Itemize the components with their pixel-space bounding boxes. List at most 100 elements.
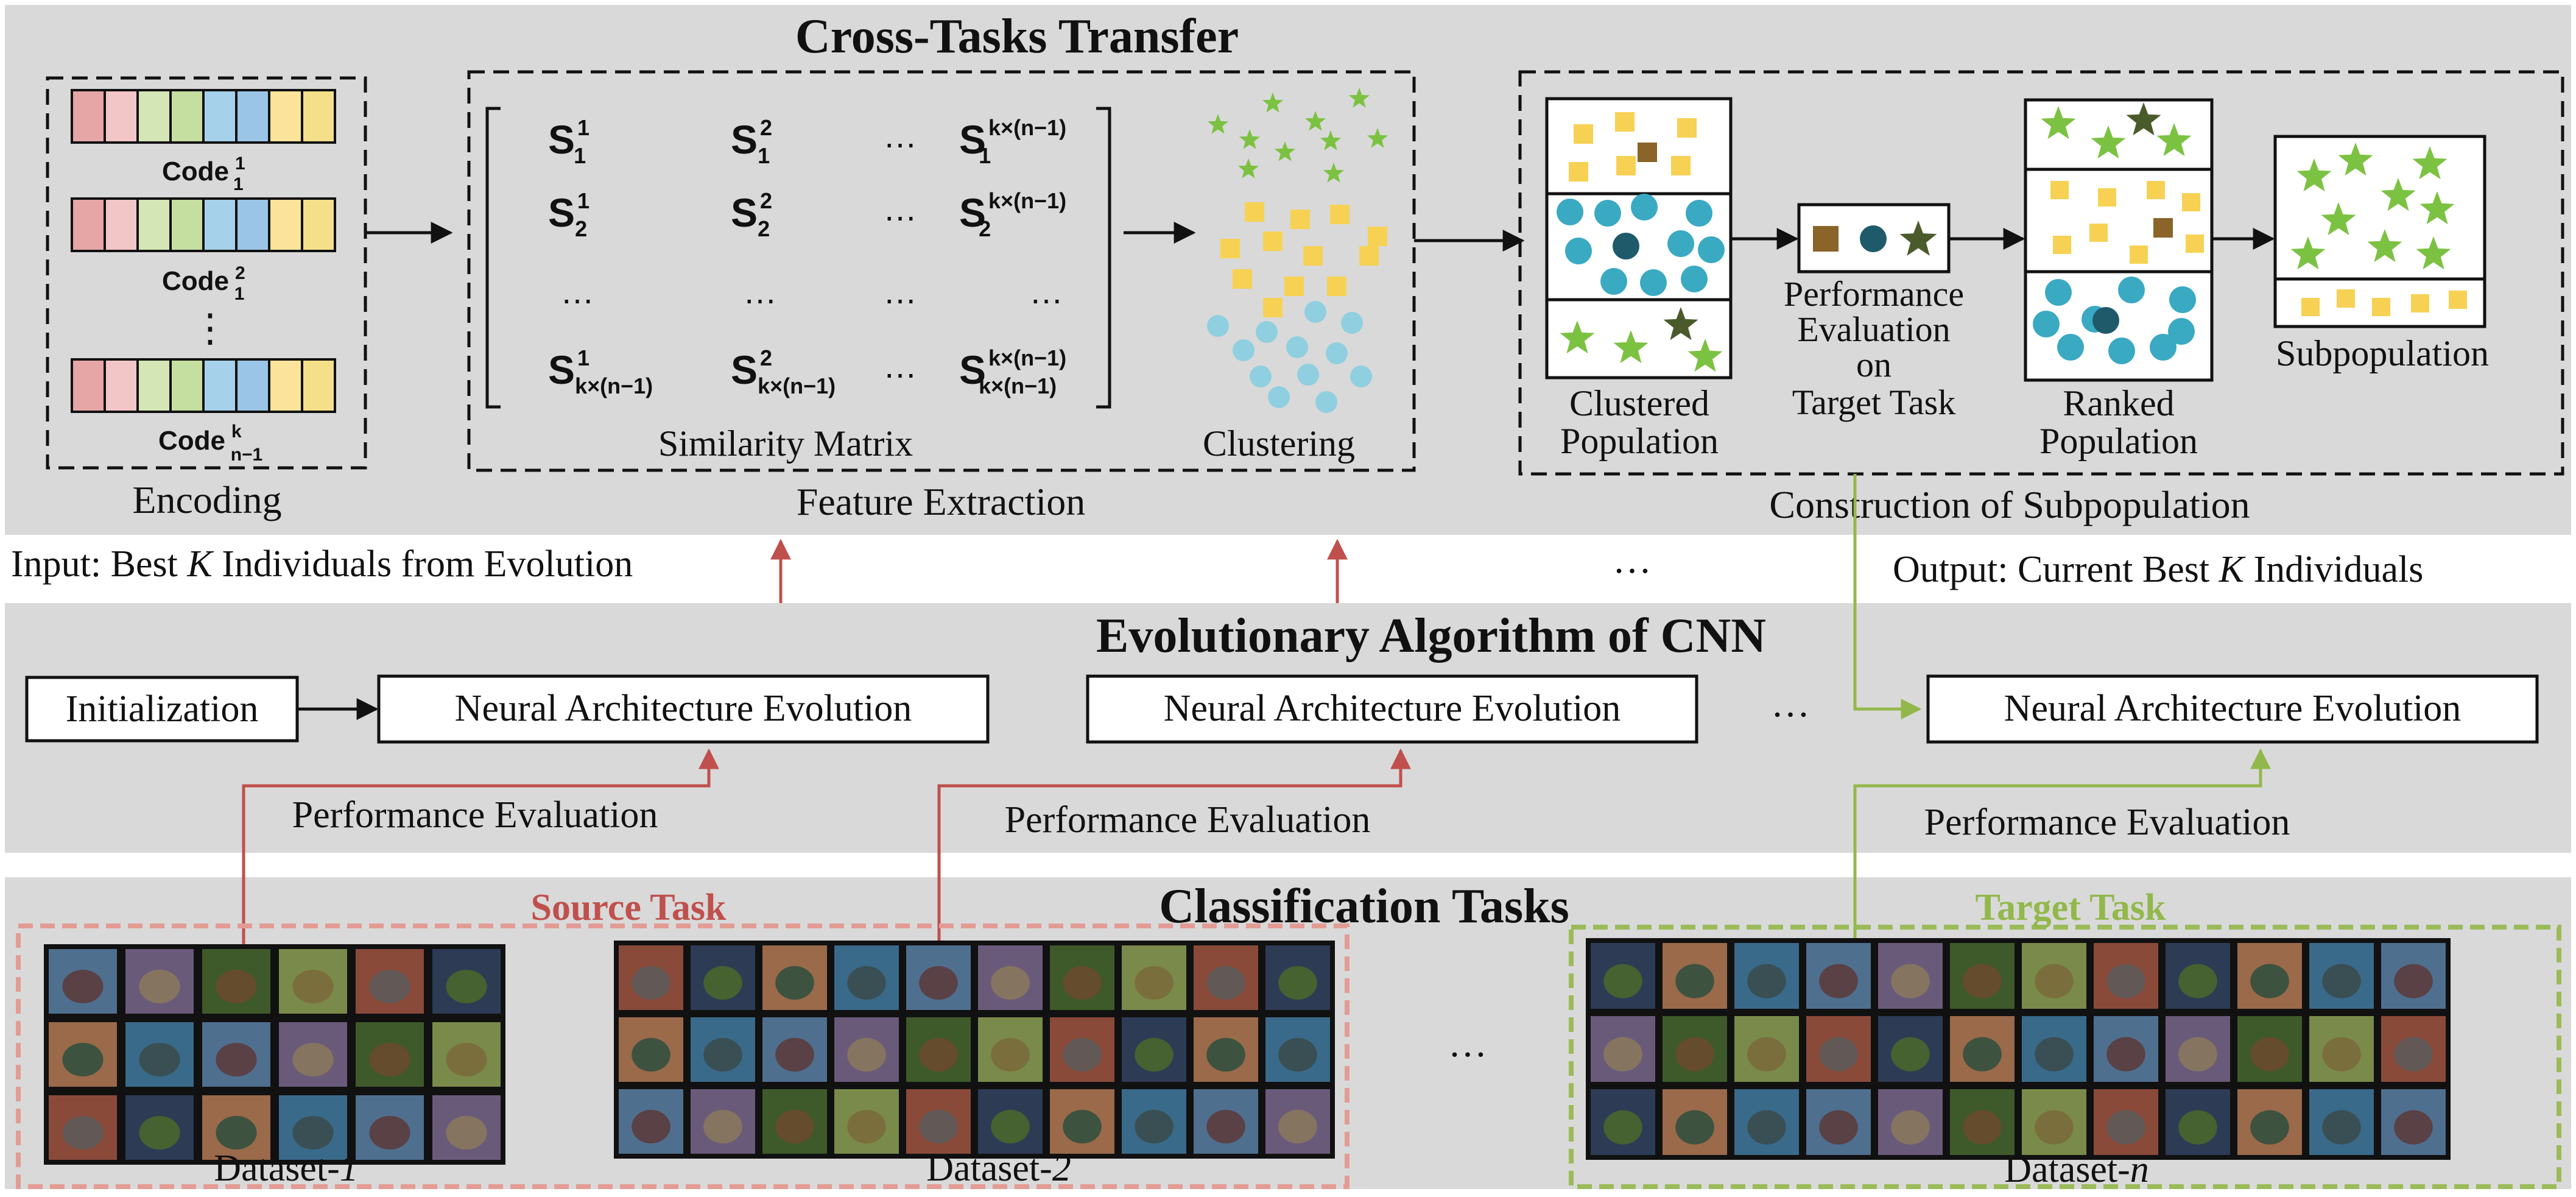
thumbnail-subject	[1963, 1110, 2002, 1145]
circle-icon	[2118, 277, 2145, 303]
circle-icon	[1565, 238, 1592, 264]
code-cell	[169, 358, 205, 413]
nae-box-2[interactable]	[1086, 674, 1698, 744]
star-icon	[2156, 123, 2192, 157]
code-cell	[202, 197, 238, 252]
matrix-cell: …	[883, 189, 917, 228]
thumbnail-subject	[2178, 1037, 2217, 1072]
square-icon	[1368, 227, 1387, 246]
thumbnail-subject	[1063, 1037, 1102, 1072]
star-icon	[1687, 339, 1723, 372]
thumbnail-subject	[1747, 964, 1786, 998]
circle-icon	[2057, 334, 2084, 361]
code-cell	[71, 89, 106, 144]
thumbnail-subject	[369, 1042, 410, 1077]
thumbnail-subject	[2250, 1037, 2289, 1072]
thumbnail-subject	[703, 1109, 742, 1144]
circle-icon	[2169, 286, 2196, 313]
thumbnail-subject	[991, 1037, 1030, 1072]
square-icon	[2182, 193, 2200, 211]
thumbnail-subject	[1819, 964, 1858, 998]
thumbnail-subject	[847, 1037, 886, 1072]
thumbnail-subject	[446, 1115, 487, 1150]
evolution-title: Evolutionary Algorithm of CNN	[1096, 609, 1766, 663]
circle-icon	[1207, 315, 1229, 337]
circle-icon	[1315, 391, 1337, 413]
thumbnail-subject	[2035, 964, 2074, 998]
thumbnail-subject	[1603, 964, 1642, 998]
thumbnail-subject	[1675, 1037, 1714, 1072]
matrix-cell: …	[883, 347, 917, 385]
circle-icon	[1686, 200, 1712, 227]
thumbnail-subject	[446, 969, 487, 1004]
square-icon	[2147, 181, 2165, 199]
circle-icon	[1304, 301, 1326, 323]
perf-eval-text-1: Performance Evaluation	[292, 794, 658, 836]
ranked-label-2: Population	[2039, 421, 2198, 461]
thumbnail-subject	[991, 966, 1030, 1000]
code-cell	[301, 89, 336, 144]
nae-label-n: Neural Architecture Evolution	[2004, 688, 2462, 729]
square-icon	[1233, 269, 1252, 289]
matrix-left-bracket	[485, 107, 501, 409]
flow-dataset2-to-nae2	[937, 748, 1411, 950]
code-cell	[202, 358, 238, 413]
thumbnail-subject	[919, 1109, 958, 1144]
code-cell	[136, 197, 172, 252]
code-bars	[71, 89, 336, 413]
star-icon	[1304, 111, 1326, 131]
circle-icon	[1681, 266, 1708, 292]
star-icon	[1207, 114, 1229, 134]
clustered-label-2: Population	[1560, 421, 1719, 461]
circle-icon	[1631, 194, 1658, 221]
thumbnail-subject	[1747, 1110, 1786, 1145]
circle-icon	[2033, 311, 2060, 337]
initialization-box[interactable]	[25, 676, 299, 743]
star-icon	[1239, 129, 1261, 149]
circle-icon	[2150, 334, 2177, 361]
nae-box-1[interactable]	[377, 674, 990, 744]
nae-label-1: Neural Architecture Evolution	[455, 688, 912, 729]
thumbnail-subject	[632, 1037, 670, 1072]
nae-box-n[interactable]	[1926, 674, 2539, 744]
square-icon	[2411, 294, 2429, 312]
circle-icon	[2108, 337, 2135, 364]
thumbnail-subject	[703, 966, 742, 1000]
square-icon	[1327, 277, 1346, 296]
dataset-n-label: Dataset-n	[2004, 1149, 2149, 1190]
code-cell	[104, 358, 139, 413]
thumbnail-subject	[2035, 1110, 2074, 1145]
code-cell	[268, 197, 303, 252]
tasks-ellipsis: …	[1448, 1022, 1487, 1065]
matrix-cell: …	[883, 116, 917, 155]
thumbnail-subject	[1891, 964, 1930, 998]
thumbnail-subject	[919, 966, 958, 1000]
perf-eval-text-n: Performance Evaluation	[1924, 802, 2290, 843]
star-icon	[2338, 143, 2373, 176]
thumbnail-subject	[1063, 966, 1102, 1000]
square-icon	[2301, 298, 2320, 316]
circle-dark-icon	[2092, 307, 2119, 334]
code-cell	[301, 197, 336, 252]
circle-icon	[1640, 269, 1667, 296]
nae-label-2: Neural Architecture Evolution	[1164, 688, 1621, 729]
thumbnail-subject	[991, 1109, 1030, 1144]
square-icon	[2053, 236, 2071, 254]
dataset-2-image-grid	[614, 941, 1335, 1159]
perf-eval-label-3: on	[1856, 345, 1892, 384]
star-icon	[2416, 236, 2451, 270]
thumbnail-subject	[2106, 1037, 2145, 1072]
perf-eval-text-2: Performance Evaluation	[1005, 799, 1371, 841]
star-icon	[1274, 141, 1296, 161]
thumbnail-subject	[62, 1115, 104, 1150]
thumbnail-subject	[292, 1042, 334, 1077]
subpopulation-shapes	[2290, 143, 2467, 316]
thumbnail-subject	[632, 1109, 670, 1144]
circle-icon	[1268, 386, 1290, 408]
